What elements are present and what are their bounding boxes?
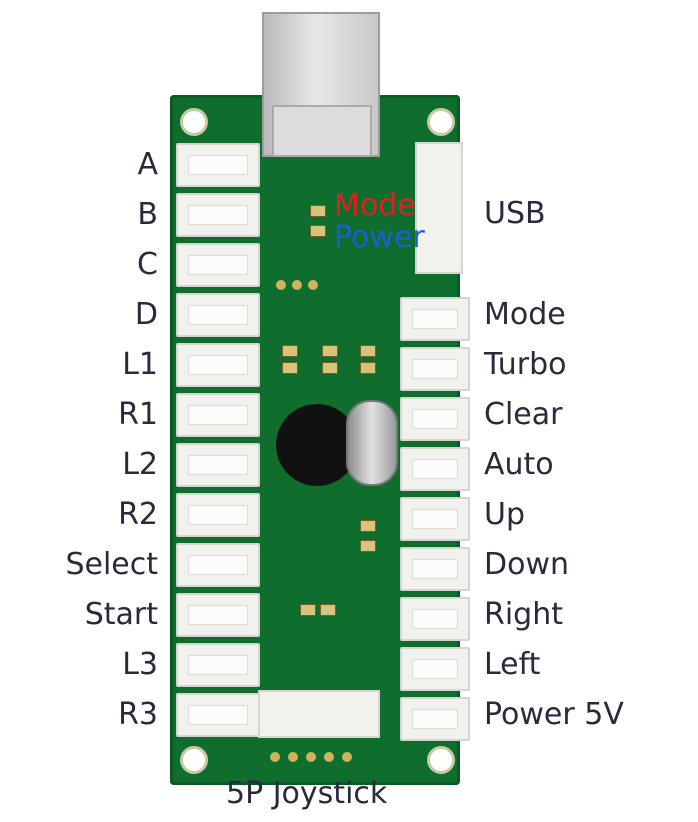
smd-component [360, 540, 376, 552]
right-button-connector [400, 297, 470, 341]
label-up: Up [484, 497, 526, 532]
solder-pad [292, 280, 302, 290]
solder-pad [288, 752, 298, 762]
left-button-connector [176, 193, 260, 237]
right-button-connector [400, 497, 470, 541]
label-r1: R1 [118, 397, 158, 432]
left-button-connector [176, 443, 260, 487]
label-l1: L1 [122, 347, 158, 382]
usb-header-connector [415, 142, 463, 274]
smd-component [282, 362, 298, 374]
usb-port-base [272, 105, 372, 157]
label-l2: L2 [122, 447, 158, 482]
smd-component [360, 345, 376, 357]
right-button-connector [400, 547, 470, 591]
smd-component [300, 604, 316, 616]
solder-pad [306, 752, 316, 762]
left-button-connector [176, 343, 260, 387]
label-a: A [137, 147, 158, 182]
controller-chip [276, 404, 358, 486]
label-right: Right [484, 597, 563, 632]
left-button-connector [176, 543, 260, 587]
mode-led-label: Mode [334, 188, 416, 223]
label-left: Left [484, 647, 541, 682]
mounting-hole [427, 746, 455, 774]
smd-component [360, 520, 376, 532]
label-r3: R3 [118, 697, 158, 732]
label-b: B [137, 197, 158, 232]
left-button-connector [176, 293, 260, 337]
left-button-connector [176, 643, 260, 687]
smd-component [282, 345, 298, 357]
joystick-connector [258, 690, 380, 738]
smd-led [310, 205, 326, 217]
label-5p-joystick: 5P Joystick [226, 776, 388, 811]
label-c: C [137, 247, 158, 282]
crystal-oscillator [346, 400, 398, 486]
right-button-connector [400, 447, 470, 491]
label-power-5v: Power 5V [484, 697, 624, 732]
left-button-connector [176, 693, 260, 737]
label-d: D [134, 297, 158, 332]
mounting-hole [180, 108, 208, 136]
label-down: Down [484, 547, 570, 582]
mounting-hole [180, 746, 208, 774]
smd-led [310, 225, 326, 237]
label-mode: Mode [484, 297, 566, 332]
solder-pad [324, 752, 334, 762]
right-button-connector [400, 647, 470, 691]
solder-pad [276, 280, 286, 290]
right-button-connector [400, 597, 470, 641]
label-turbo: Turbo [484, 347, 567, 382]
left-button-connector [176, 243, 260, 287]
power-led-label: Power [334, 220, 425, 255]
left-button-connector [176, 143, 260, 187]
right-button-connector [400, 697, 470, 741]
smd-component [360, 362, 376, 374]
right-button-connector [400, 397, 470, 441]
solder-pad [342, 752, 352, 762]
label-r2: R2 [118, 497, 158, 532]
mounting-hole [427, 108, 455, 136]
left-button-connector [176, 393, 260, 437]
solder-pad [270, 752, 280, 762]
right-button-connector [400, 347, 470, 391]
solder-pad [308, 280, 318, 290]
label-select: Select [65, 547, 158, 582]
left-button-connector [176, 493, 260, 537]
label-start: Start [84, 597, 158, 632]
smd-component [320, 604, 336, 616]
label-usb: USB [484, 196, 546, 231]
smd-component [322, 345, 338, 357]
smd-component [322, 362, 338, 374]
label-clear: Clear [484, 397, 563, 432]
left-button-connector [176, 593, 260, 637]
label-auto: Auto [484, 447, 554, 482]
label-l3: L3 [122, 647, 158, 682]
